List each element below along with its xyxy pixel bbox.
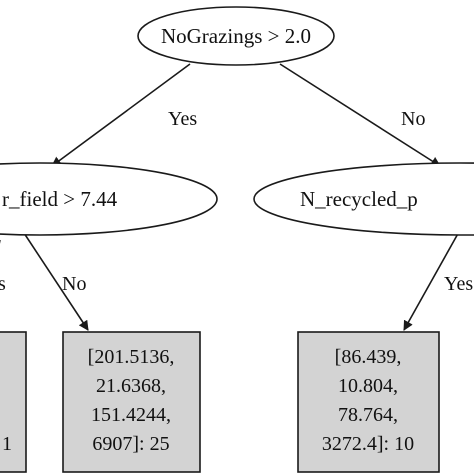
- left-split-node: r_field > 7.44: [0, 162, 218, 236]
- leaf-left-right-line-3: 151.4244,: [91, 404, 171, 426]
- edge-root-to-left: [51, 63, 191, 167]
- leaf-right-left-line-1: [86.439,: [335, 346, 402, 368]
- leaf-right-left-line-3: 78.764,: [338, 404, 398, 426]
- left-split-node-label: r_field > 7.44: [2, 187, 118, 211]
- leaf-right-left: [86.439, 10.804, 78.764, 3272.4]: 10: [297, 331, 440, 473]
- root-node-label: NoGrazings > 2.0: [161, 24, 311, 48]
- edge-label-root-right: No: [401, 108, 425, 130]
- leaf-left-right-line-1: [201.5136,: [88, 346, 175, 368]
- root-node: NoGrazings > 2.0: [137, 6, 335, 66]
- edge-root-to-right: [279, 63, 441, 167]
- edge-label-left-left: s: [0, 273, 6, 295]
- leaf-left-right-line-2: 21.6368,: [96, 375, 166, 397]
- edge-right-to-leaf-left: [403, 229, 461, 331]
- edge-label-right-left: Yes: [444, 273, 473, 295]
- right-split-node-label: N_recycled_p: [300, 187, 418, 211]
- edge-left-to-leaf-right: [21, 229, 89, 331]
- edge-label-root-left: Yes: [168, 108, 197, 130]
- right-split-node: N_recycled_p: [253, 162, 474, 236]
- leaf-left-left: 1: [0, 331, 27, 473]
- leaf-right-left-line-2: 10.804,: [338, 375, 398, 397]
- edge-label-left-right: No: [62, 273, 86, 295]
- leaf-left-right-line-4: 6907]: 25: [92, 433, 169, 455]
- leaf-left-right: [201.5136, 21.6368, 151.4244, 6907]: 25: [62, 331, 201, 473]
- leaf-left-left-line-4: 1: [2, 433, 12, 455]
- leaf-right-left-line-4: 3272.4]: 10: [322, 433, 414, 455]
